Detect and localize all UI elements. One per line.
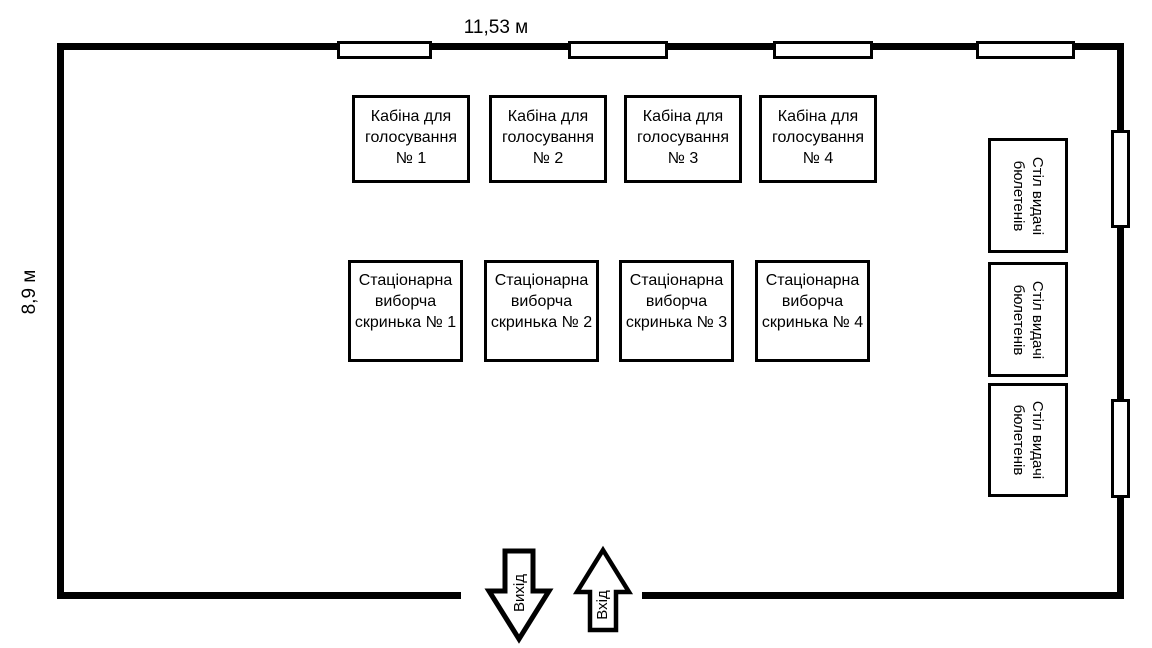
voting-booth-1: Кабіна для голосування № 1 [352, 95, 470, 183]
wall-right [1117, 43, 1124, 599]
ballot-box-3: Стаціонарна виборча скринька № 3 [619, 260, 734, 362]
voting-booth-label-line: Кабіна для [370, 107, 452, 125]
wall-bottom-left [57, 592, 461, 599]
voting-booth-label-line: № 1 [395, 149, 427, 167]
ballot-box-label-line: скринька № 4 [761, 314, 864, 331]
width-dimension-label: 11,53 м [463, 17, 529, 38]
window-top-1 [337, 41, 432, 59]
entrance-exit-arrows [484, 545, 634, 644]
voting-booth-2: Кабіна для голосування № 2 [489, 95, 607, 183]
voting-booth-3: Кабіна для голосування № 3 [624, 95, 742, 183]
voting-booth-label-line: № 4 [802, 149, 834, 167]
height-dimension-label: 8,9 м [19, 269, 40, 315]
voting-booth-label-line: Кабіна для [642, 107, 724, 125]
ballot-box-label-line: виборча [510, 293, 573, 310]
ballot-box-2: Стаціонарна виборча скринька № 2 [484, 260, 599, 362]
wall-bottom-right [642, 592, 1124, 599]
ballot-box-label-line: Стаціонарна [629, 272, 724, 289]
wall-left [57, 43, 64, 599]
window-right-1 [1111, 130, 1130, 228]
voting-booth-label-line: голосування [502, 128, 594, 146]
ballot-issue-table-2: Стіл видачі бюлетенів [988, 262, 1068, 377]
window-top-4 [976, 41, 1075, 59]
voting-booth-label-line: голосування [637, 128, 729, 146]
voting-booth-label-line: № 2 [532, 149, 564, 167]
window-top-2 [568, 41, 668, 59]
ballot-box-label-line: скринька № 3 [625, 314, 728, 331]
ballot-issue-table-label: Стіл видачі бюлетенів [1010, 156, 1046, 235]
ballot-box-4: Стаціонарна виборча скринька № 4 [755, 260, 870, 362]
ballot-box-label-line: виборча [374, 293, 437, 310]
ballot-box-label-line: Стаціонарна [765, 272, 860, 289]
ballot-box-label-line: виборча [781, 293, 844, 310]
voting-booth-label-line: Кабіна для [777, 107, 859, 125]
ballot-box-label-line: скринька № 1 [354, 314, 457, 331]
ballot-box-1: Стаціонарна виборча скринька № 1 [348, 260, 463, 362]
ballot-box-label-line: скринька № 2 [490, 314, 593, 331]
ballot-box-label-line: Стаціонарна [494, 272, 589, 289]
voting-booth-label-line: Кабіна для [507, 107, 589, 125]
voting-booth-4: Кабіна для голосування № 4 [759, 95, 877, 183]
ballot-issue-table-label: Стіл видачі бюлетенів [1010, 400, 1046, 480]
exit-arrow-label: Вихід [511, 574, 528, 612]
window-right-2 [1111, 399, 1130, 498]
ballot-issue-table-label: Стіл видачі бюлетенів [1010, 280, 1046, 359]
ballot-box-label-line: Стаціонарна [358, 272, 453, 289]
ballot-issue-table-3: Стіл видачі бюлетенів [988, 383, 1068, 497]
exit-arrow-icon [484, 548, 554, 644]
ballot-box-label-line: виборча [645, 293, 708, 310]
voting-booth-label-line: голосування [772, 128, 864, 146]
voting-booth-label-line: № 3 [667, 149, 699, 167]
voting-booth-label-line: голосування [365, 128, 457, 146]
entrance-arrow-icon [572, 545, 634, 633]
ballot-issue-table-1: Стіл видачі бюлетенів [988, 138, 1068, 253]
entrance-arrow-label: Вхід [594, 590, 611, 620]
window-top-3 [773, 41, 873, 59]
